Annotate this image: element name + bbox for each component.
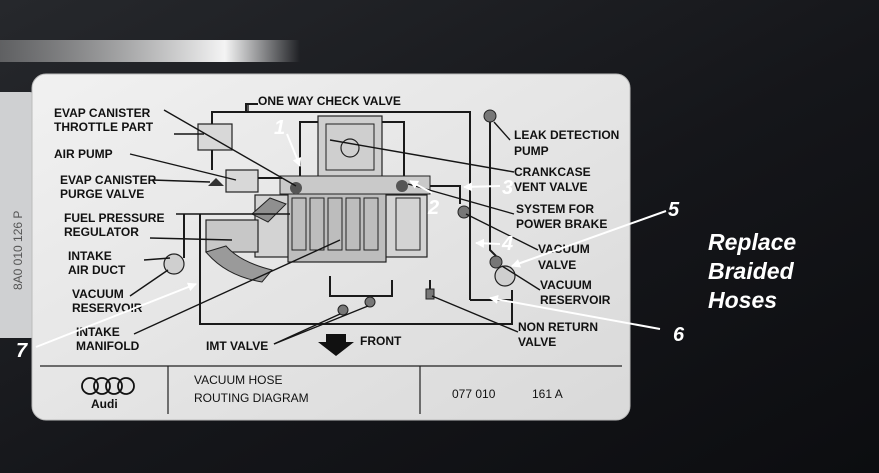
replace-note-line3: Hoses [708,287,778,313]
label-evap-throttle-1: EVAP CANISTER [54,106,151,120]
hose-routes [183,103,513,325]
label-crankcase-2: VENT VALVE [514,180,588,194]
label-power-brake-1: SYSTEM FOR [516,202,594,216]
label-vacuum-reservoir-right-2: RESERVOIR [540,293,611,307]
audi-brand: Audi [91,397,118,411]
label-crankcase-1: CRANKCASE [514,165,591,179]
sticker-footer: Audi VACUUM HOSE ROUTING DIAGRAM 077 010… [40,365,622,414]
label-intake-air-duct-2: AIR DUCT [68,263,126,277]
callout-6: 6 [673,324,685,346]
label-leak-detection-1: LEAK DETECTION [514,128,619,142]
label-vacuum-reservoir-left-2: RESERVOIR [72,301,143,315]
replace-note-line1: Replace [708,229,797,255]
label-evap-purge-1: EVAP CANISTER [60,173,157,187]
side-sticker-code: 8A0 010 126 P [11,211,25,290]
label-non-return-1: NON RETURN [518,320,598,334]
audi-rings-logo [81,377,135,395]
callout-5: 5 [668,199,680,221]
callout-1: 1 [274,117,285,139]
label-intake-manifold-2: MANIFOLD [76,339,140,353]
leader-lines [129,104,541,345]
label-power-brake-2: POWER BRAKE [516,217,607,231]
label-front: FRONT [360,334,402,348]
label-intake-air-duct-1: INTAKE [68,249,112,263]
component-labels: EVAP CANISTER THROTTLE PART AIR PUMP EVA… [54,94,619,353]
footer-part-number: 161 A [532,387,563,401]
replace-note-line2: Braided [708,258,794,284]
footer-part-prefix: 077 010 [452,387,496,401]
routing-sticker: EVAP CANISTER THROTTLE PART AIR PUMP EVA… [31,73,631,421]
label-vacuum-reservoir-left-1: VACUUM [72,287,124,301]
callout-3: 3 [502,177,513,199]
label-evap-throttle-2: THROTTLE PART [54,120,154,134]
engine-illustration [205,115,431,283]
label-imt-valve: IMT VALVE [206,339,268,353]
label-one-way-check-valve: ONE WAY CHECK VALVE [258,94,401,108]
label-evap-purge-2: PURGE VALVE [60,187,144,201]
label-leak-detection-2: PUMP [514,144,549,158]
label-fuel-pressure-1: FUEL PRESSURE [64,211,164,225]
label-air-pump: AIR PUMP [54,147,113,161]
front-arrow-icon [318,334,354,356]
label-intake-manifold-1: INTAKE [76,325,120,339]
label-fuel-pressure-2: REGULATOR [64,225,139,239]
callout-numbers: 1 2 3 4 5 6 7 [16,117,685,362]
label-non-return-2: VALVE [518,335,556,349]
callout-arrows [35,133,667,348]
callout-4: 4 [501,233,513,255]
label-vacuum-reservoir-right-1: VACUUM [540,278,592,292]
callout-7: 7 [16,340,28,362]
footer-title-line2: ROUTING DIAGRAM [194,391,309,405]
label-vacuum-valve-2: VALVE [538,258,576,272]
callout-2: 2 [427,197,439,219]
replace-note: Replace Braided Hoses [708,228,868,315]
footer-title-line1: VACUUM HOSE [194,373,282,387]
light-glare [0,40,300,62]
